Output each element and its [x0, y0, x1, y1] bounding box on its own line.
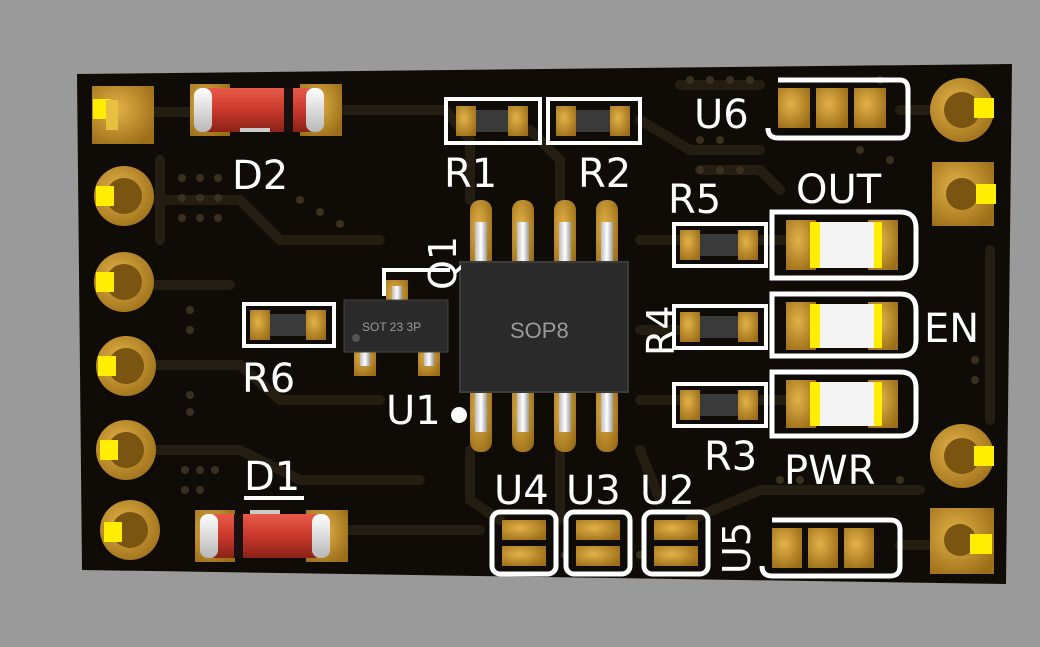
footprint-u2 [641, 509, 711, 577]
diode-d2 [190, 84, 342, 136]
via-white [451, 407, 467, 423]
label-u4: U4 [494, 468, 549, 514]
resistor-r1 [444, 97, 542, 145]
label-r6: R6 [242, 356, 295, 402]
label-u1: U1 [386, 388, 441, 434]
resistor-r5 [672, 222, 768, 268]
label-r2: R2 [578, 151, 631, 197]
label-u5: U5 [715, 522, 759, 574]
sop8-marking: SOP8 [510, 318, 569, 343]
sot23-marking: SOT 23 3P [362, 320, 421, 334]
label-r1: R1 [444, 151, 497, 197]
label-d1: D1 [244, 454, 300, 500]
label-r4: R4 [639, 305, 683, 356]
diode-d1 [195, 510, 348, 562]
label-en: EN [924, 306, 979, 352]
ic-u1-sop8: SOP8 [459, 200, 629, 452]
label-u2: U2 [640, 468, 695, 514]
label-r3: R3 [704, 434, 757, 480]
label-q1: Q1 [421, 236, 465, 290]
resistor-r6 [242, 302, 336, 348]
footprint-u3 [563, 509, 633, 577]
led-pwr [769, 369, 919, 439]
silkscreen-labels: D2 D1 R1 R2 R5 R3 R6 U1 U6 U4 U3 U2 OUT … [232, 92, 979, 574]
transistor-q1: SOT 23 3P [343, 268, 450, 376]
vias [178, 76, 979, 559]
label-d2: D2 [232, 153, 288, 199]
led-en [769, 291, 919, 359]
d1-underline [244, 496, 304, 500]
label-pwr: PWR [784, 448, 875, 494]
left-header [92, 86, 160, 560]
footprint-u4 [489, 509, 559, 577]
resistor-r3 [672, 382, 768, 428]
footprint-u5 [759, 517, 903, 579]
resistor-r4 [672, 304, 768, 350]
resistor-r2 [546, 97, 642, 145]
footprint-u6 [765, 77, 911, 141]
label-out: OUT [796, 167, 882, 213]
label-u6: U6 [694, 92, 749, 138]
led-out [769, 209, 919, 281]
label-r5: R5 [668, 177, 721, 223]
label-u3: U3 [566, 468, 621, 514]
right-header [930, 78, 996, 574]
